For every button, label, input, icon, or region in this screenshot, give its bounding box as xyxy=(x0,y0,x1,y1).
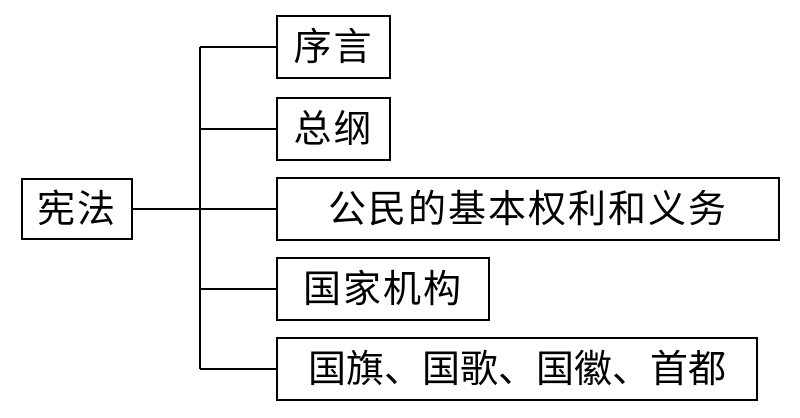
branch-node-label: 国旗、国歌、国徽、首都 xyxy=(307,347,726,391)
branch-node-state-organs: 国家机构 xyxy=(276,257,490,321)
root-node-box: 宪法 xyxy=(21,178,133,240)
branch-node-label: 总纲 xyxy=(293,107,374,151)
branch-node-label: 国家机构 xyxy=(302,267,463,311)
branch-node-preamble: 序言 xyxy=(276,15,391,79)
branch-node-national-symbols: 国旗、国歌、国徽、首都 xyxy=(276,337,758,401)
root-node-label: 宪法 xyxy=(36,187,117,231)
branch-node-citizen-rights-duties: 公民的基本权利和义务 xyxy=(276,177,780,241)
branch-node-label: 序言 xyxy=(293,25,374,69)
branch-node-label: 公民的基本权利和义务 xyxy=(327,187,728,231)
branch-node-general-principles: 总纲 xyxy=(276,97,391,161)
